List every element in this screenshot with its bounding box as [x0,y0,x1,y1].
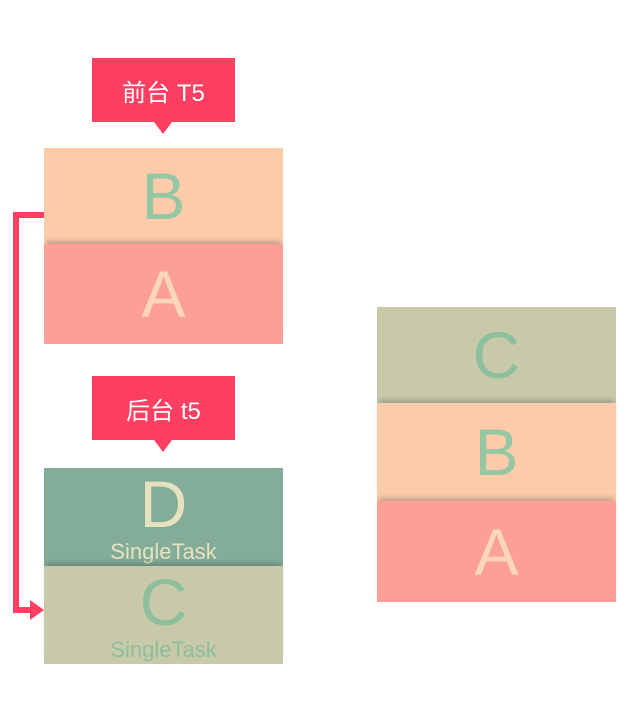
activity-d-launch-mode: SingleTask [110,539,217,564]
foreground-callout-pointer [154,122,172,134]
activity-c-letter: C [139,565,188,639]
activity-a-letter: A [141,257,186,331]
activity-c-launch-mode: SingleTask [110,637,217,662]
result-activity-b-letter: B [474,415,519,489]
activity-d-letter: D [139,467,188,541]
activity-d-block: D SingleTask [44,468,283,566]
activity-b-letter: B [141,159,186,233]
activity-c-block: C SingleTask [44,566,283,664]
foreground-task-label-text: 前台 T5 [122,79,205,107]
result-activity-a-letter: A [474,514,519,589]
result-activity-a-block: A [377,501,616,602]
result-activity-c-letter: C [472,318,521,392]
activity-b-block: B [44,148,283,244]
result-activity-b-block: B [377,403,616,501]
activity-a-block: A [44,244,283,344]
background-task-label-text: 后台 t5 [126,397,201,425]
foreground-task-label: 前台 T5 [92,58,235,122]
result-activity-c-block: C [377,307,616,403]
background-task-label: 后台 t5 [92,376,235,440]
move-arrow-line [13,212,44,613]
move-arrow-head [30,600,44,620]
background-callout-pointer [154,440,172,452]
